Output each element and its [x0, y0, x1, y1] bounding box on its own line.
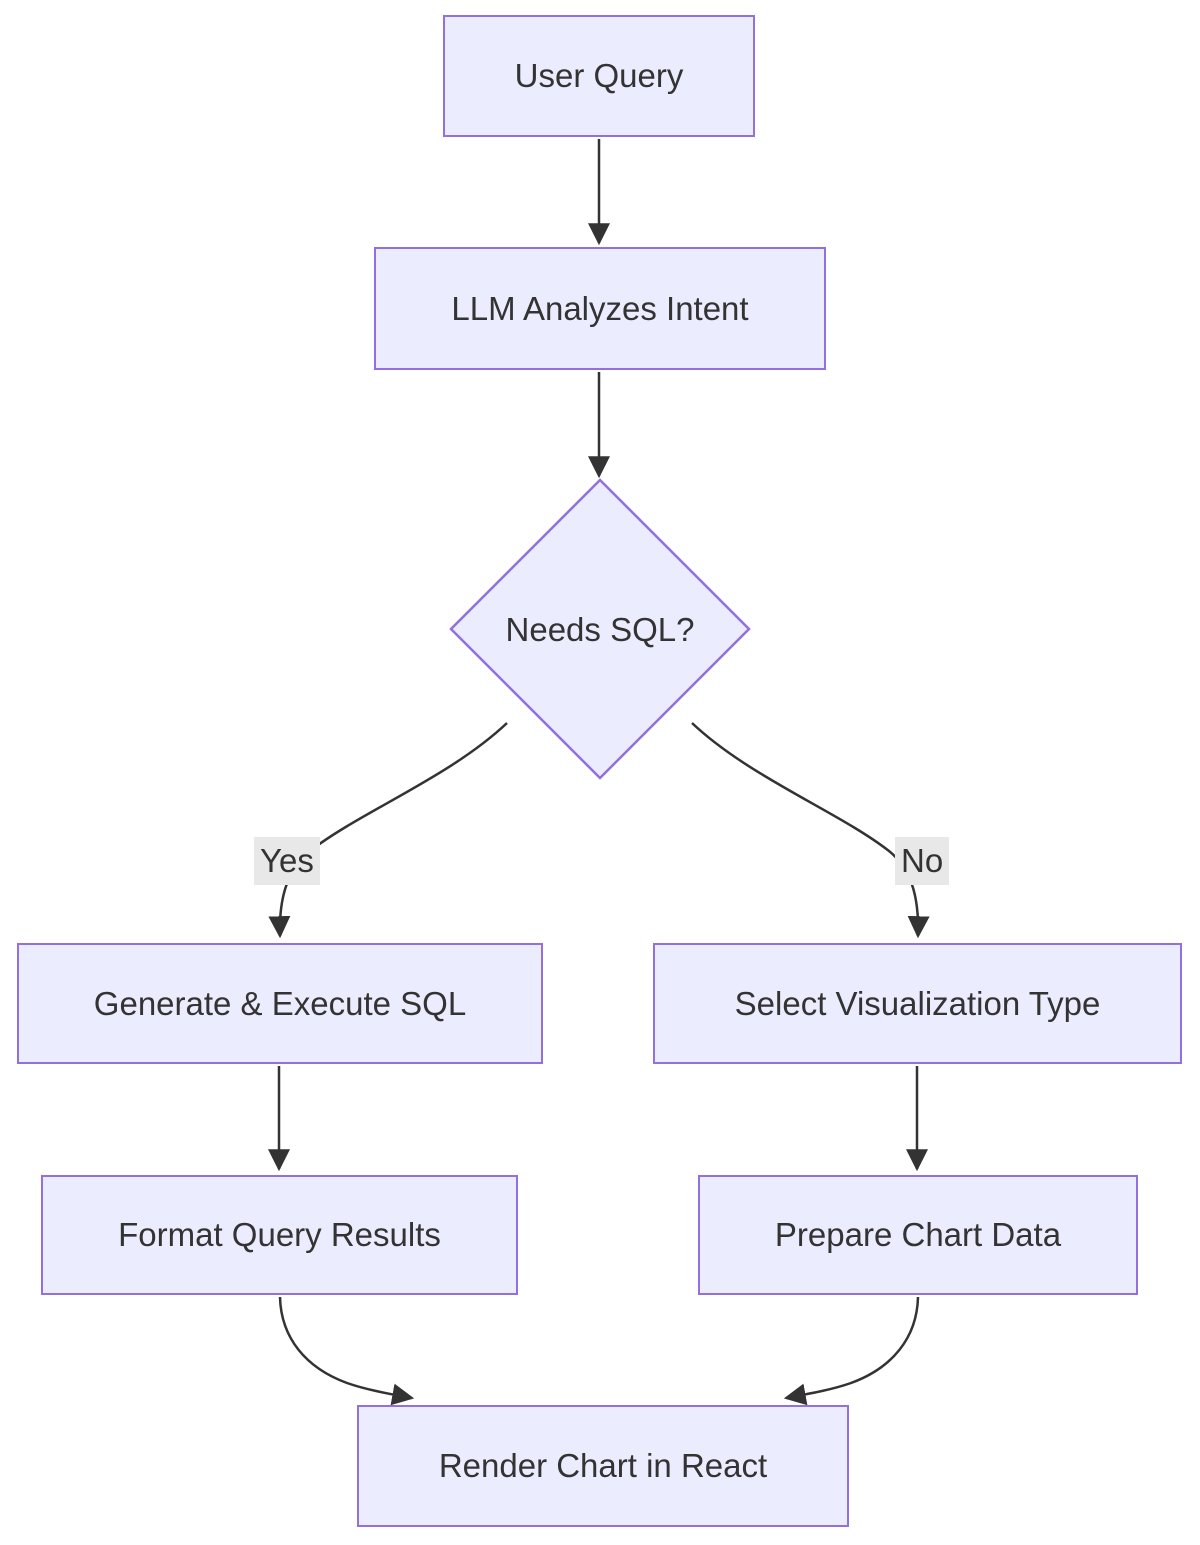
node-generate-execute-sql: Generate & Execute SQL — [17, 943, 543, 1064]
node-llm-analyzes-intent: LLM Analyzes Intent — [374, 247, 826, 370]
node-prepare-chart-data: Prepare Chart Data — [698, 1175, 1138, 1295]
node-user-query-label: User Query — [514, 57, 684, 94]
node-generate-execute-sql-label: Generate & Execute SQL — [93, 984, 467, 1022]
edge-label-yes: Yes — [254, 837, 320, 885]
node-needs-sql-label-wrap: Needs SQL? — [450, 600, 750, 660]
node-render-chart-in-react-label: Render Chart in React — [438, 1447, 768, 1484]
node-user-query: User Query — [443, 15, 755, 137]
edge-prepare-to-render — [783, 1296, 920, 1406]
node-format-query-results: Format Query Results — [41, 1175, 518, 1295]
edge-needs-sql-yes-to-generate — [268, 722, 508, 939]
decision-diamond-shape — [449, 478, 751, 780]
edge-format-to-render — [278, 1296, 415, 1406]
node-select-visualization-type: Select Visualization Type — [653, 943, 1182, 1064]
node-prepare-chart-data-label: Prepare Chart Data — [774, 1216, 1062, 1253]
node-format-query-results-label: Format Query Results — [118, 1216, 441, 1253]
node-select-visualization-type-label: Select Visualization Type — [734, 984, 1101, 1022]
node-llm-analyzes-intent-label: LLM Analyzes Intent — [451, 289, 749, 327]
node-render-chart-in-react: Render Chart in React — [357, 1405, 849, 1527]
edge-needs-sql-no-to-select — [691, 722, 930, 939]
node-needs-sql-label: Needs SQL? — [505, 611, 695, 648]
edge-label-no: No — [895, 837, 950, 885]
